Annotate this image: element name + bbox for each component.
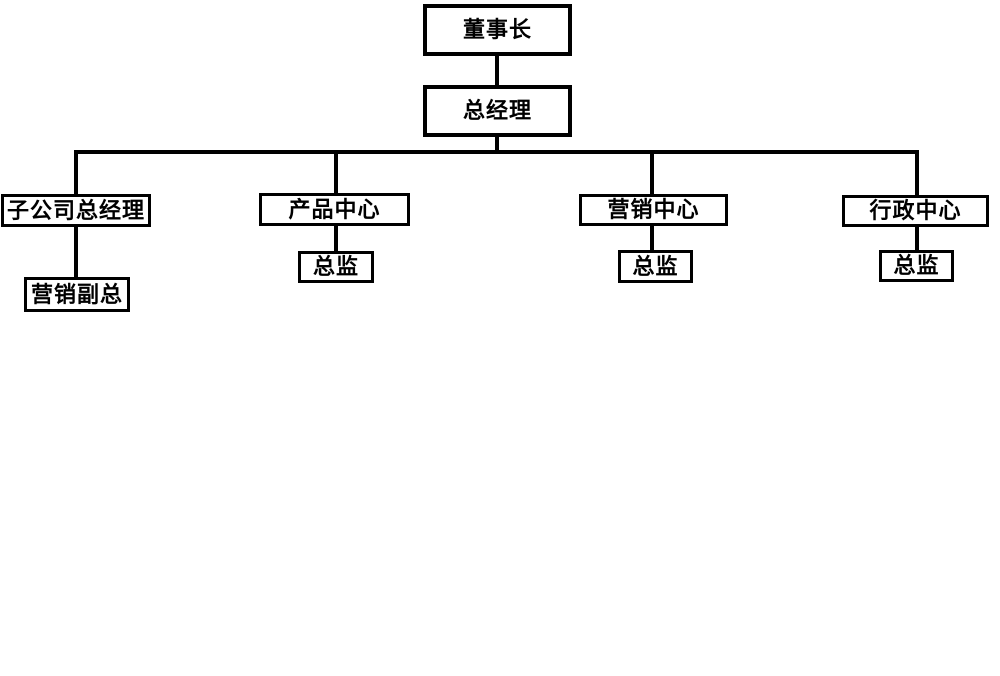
connector-drop-subsidiary-gm (74, 154, 78, 194)
connector-admin-director (915, 227, 919, 250)
connector-drop-admin-center (915, 154, 919, 195)
connector-chairman-gm (495, 56, 499, 85)
connector-gm-trunk (495, 137, 499, 151)
node-general-manager: 总经理 (423, 85, 572, 137)
connector-product-director (334, 226, 338, 251)
node-admin-director: 总监 (879, 250, 954, 282)
node-subsidiary-general-manager: 子公司总经理 (1, 194, 151, 227)
node-marketing-director: 总监 (618, 250, 693, 283)
connector-marketing-director (650, 226, 654, 250)
node-marketing-vp: 营销副总 (24, 277, 130, 312)
connector-drop-marketing-center (650, 154, 654, 194)
node-product-center: 产品中心 (259, 193, 410, 226)
connector-subsidiary-marketing-vp (74, 227, 78, 277)
node-product-director: 总监 (298, 251, 374, 283)
node-marketing-center: 营销中心 (579, 194, 728, 226)
node-admin-center: 行政中心 (842, 195, 989, 227)
connector-drop-product-center (334, 154, 338, 193)
node-chairman: 董事长 (423, 4, 572, 56)
connector-horizontal-bus (74, 150, 919, 154)
